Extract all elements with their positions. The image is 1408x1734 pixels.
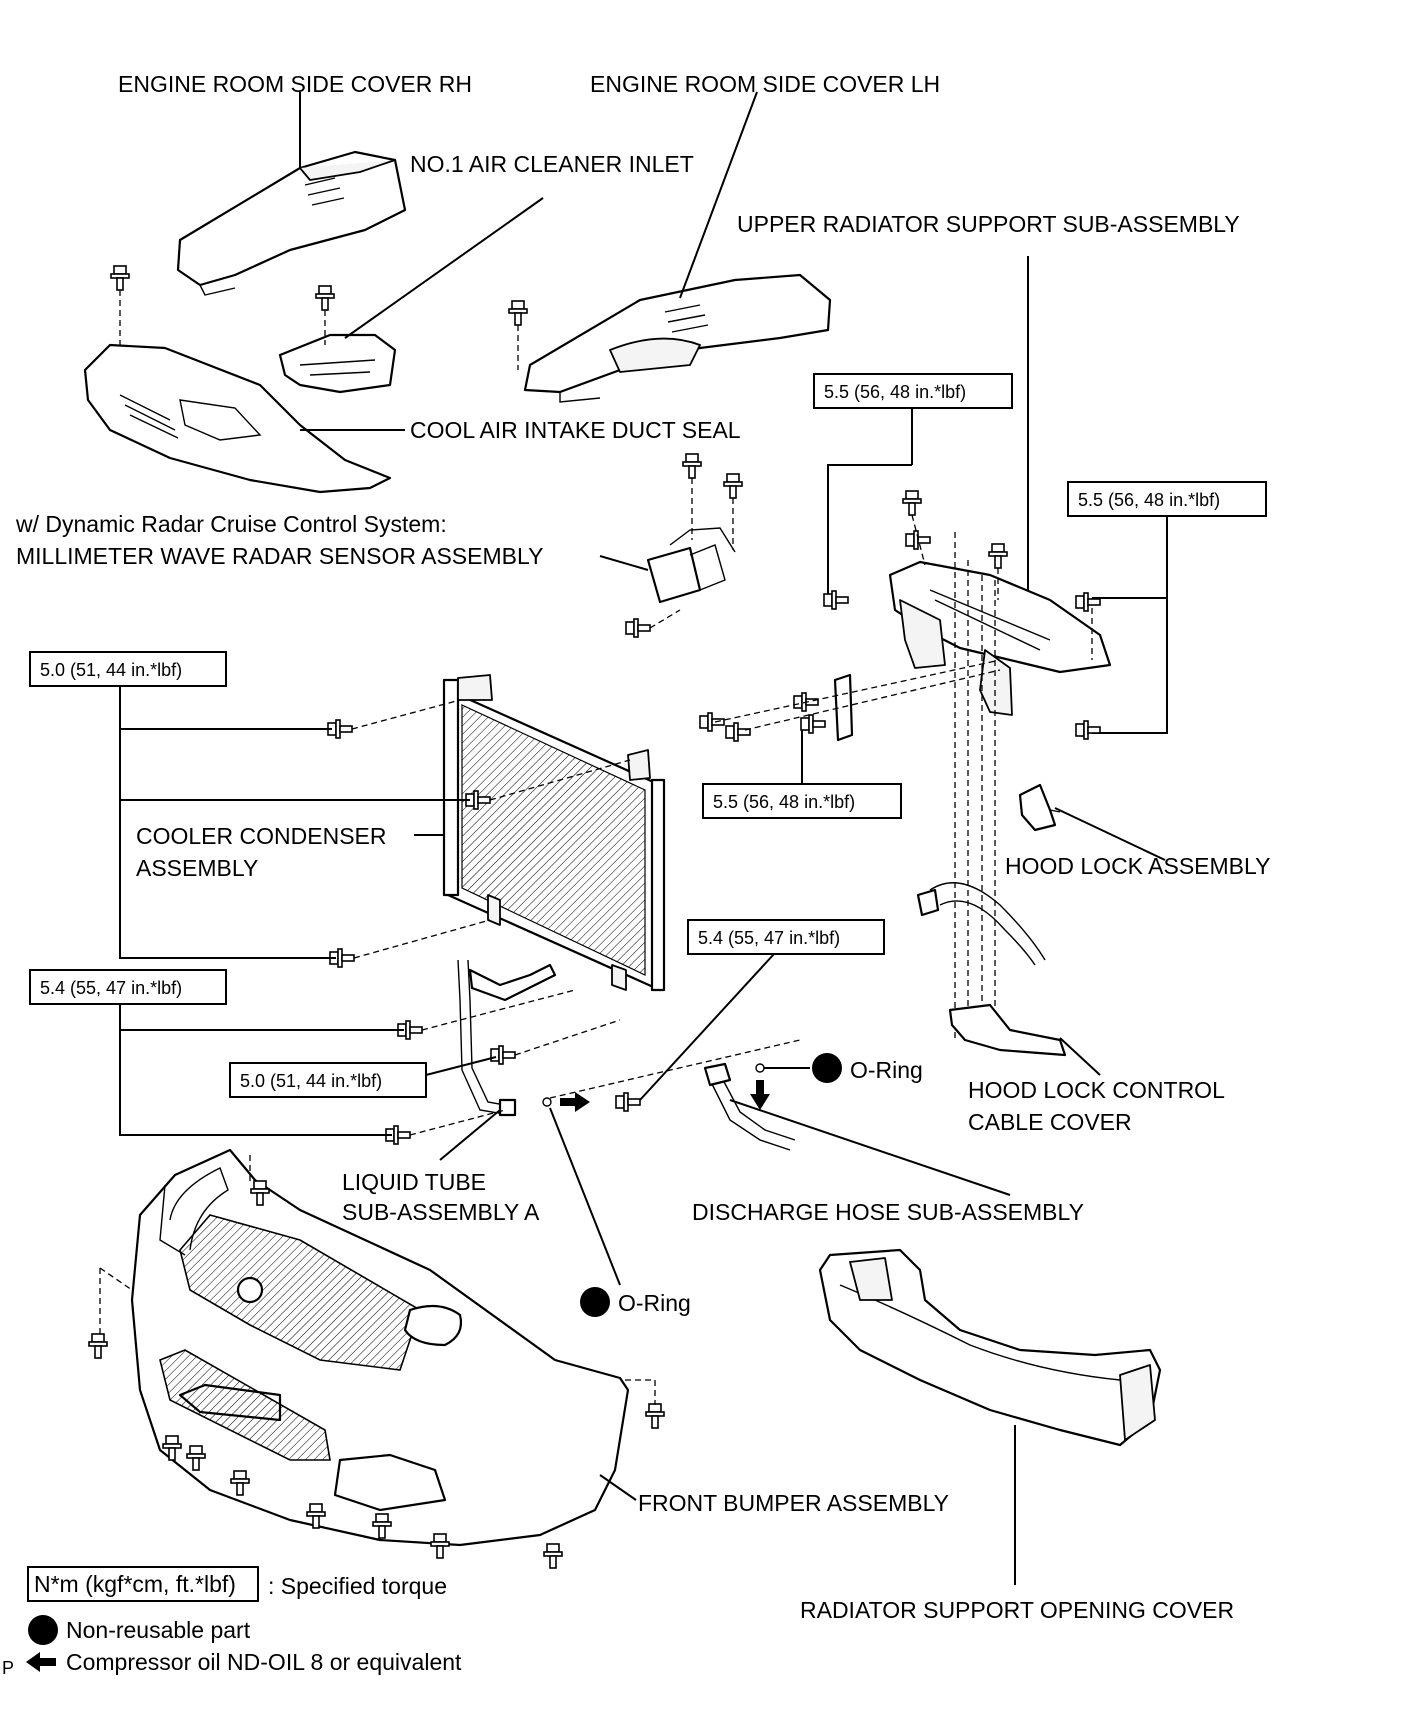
torque-discharge: 5.4 (55, 47 in.*lbf) [698,928,840,948]
engine-room-side-cover-lh [523,273,832,403]
radiator-support-opening-cover [818,1248,1162,1447]
legend-torque-box-text: N*m (kgf*cm, ft.*lbf) [34,1571,236,1597]
label-radiator-support-cover: RADIATOR SUPPORT OPENING COVER [800,1597,1234,1623]
label-front-bumper: FRONT BUMPER ASSEMBLY [638,1490,949,1516]
legend: N*m (kgf*cm, ft.*lbf) : Specified torque… [2,1566,462,1678]
non-reusable-mark-right [812,1053,842,1083]
discharge-hose-sub-assembly [703,1062,796,1151]
no1-air-cleaner-inlet [278,333,397,394]
label-upper-radiator-support: UPPER RADIATOR SUPPORT SUB-ASSEMBLY [737,211,1240,237]
millimeter-wave-radar-sensor [646,527,736,604]
legend-torque-text: : Specified torque [268,1573,447,1599]
label-radar-line1: w/ Dynamic Radar Cruise Control System: [15,511,447,537]
label-liquid-tube-2: SUB-ASSEMBLY A [342,1199,540,1225]
label-radar-line2: MILLIMETER WAVE RADAR SENSOR ASSEMBLY [16,543,543,569]
label-engine-room-side-cover-rh: ENGINE ROOM SIDE COVER RH [118,71,472,97]
legend-torque-box [27,1566,259,1602]
legend-compressor-oil-text: Compressor oil ND-OIL 8 or equivalent [66,1649,462,1675]
label-liquid-tube-1: LIQUID TUBE [342,1169,486,1195]
legend-compressor-oil-icon [26,1652,56,1672]
upper-radiator-support-sub-assembly [888,560,1112,716]
cooler-condenser-assembly [442,674,666,992]
label-no1-air-cleaner-inlet: NO.1 AIR CLEANER INLET [410,151,694,177]
torque-condenser-bottom: 5.4 (55, 47 in.*lbf) [40,978,182,998]
engine-room-side-cover-rh [176,150,407,296]
label-o-ring-right: O-Ring [850,1057,923,1083]
corner-mark: P [2,1658,14,1678]
label-engine-room-side-cover-lh: ENGINE ROOM SIDE COVER LH [590,71,940,97]
label-o-ring-bottom: O-Ring [618,1290,691,1316]
torque-box-upper-lower [702,783,902,819]
label-discharge-hose: DISCHARGE HOSE SUB-ASSEMBLY [692,1199,1084,1225]
label-hood-lock-assembly: HOOD LOCK ASSEMBLY [1005,853,1270,879]
liquid-tube-sub-assembly-a [457,959,557,1117]
torque-box-upper-right [1067,481,1267,517]
cool-air-intake-duct-seal [83,343,392,494]
torque-upper-right: 5.5 (56, 48 in.*lbf) [1078,490,1220,510]
front-bumper-assembly [130,1148,630,1547]
torque-upper-center: 5.5 (56, 48 in.*lbf) [824,382,966,402]
label-cooler-condenser-1: COOLER CONDENSER [136,823,386,849]
torque-box-liquid-tube [229,1062,427,1098]
torque-box-discharge [687,919,885,955]
torque-condenser-top: 5.0 (51, 44 in.*lbf) [40,660,182,680]
non-reusable-mark-bottom [580,1287,610,1317]
label-cooler-condenser-2: ASSEMBLY [136,855,258,881]
legend-non-reusable-text: Non-reusable part [66,1617,251,1643]
label-hood-lock-cable-2: CABLE COVER [968,1109,1132,1135]
torque-liquid-tube: 5.0 (51, 44 in.*lbf) [240,1071,382,1091]
label-cool-air-intake-duct-seal: COOL AIR INTAKE DUCT SEAL [410,417,741,443]
hood-lock-control-cable-cover [948,1003,1067,1057]
hood-lock-assembly [1018,783,1061,832]
torque-upper-lower: 5.5 (56, 48 in.*lbf) [713,792,855,812]
torque-box-condenser-bottom [29,969,227,1005]
legend-non-reusable-icon [28,1615,58,1645]
torque-box-condenser-top [29,651,227,687]
label-hood-lock-cable-1: HOOD LOCK CONTROL [968,1077,1225,1103]
